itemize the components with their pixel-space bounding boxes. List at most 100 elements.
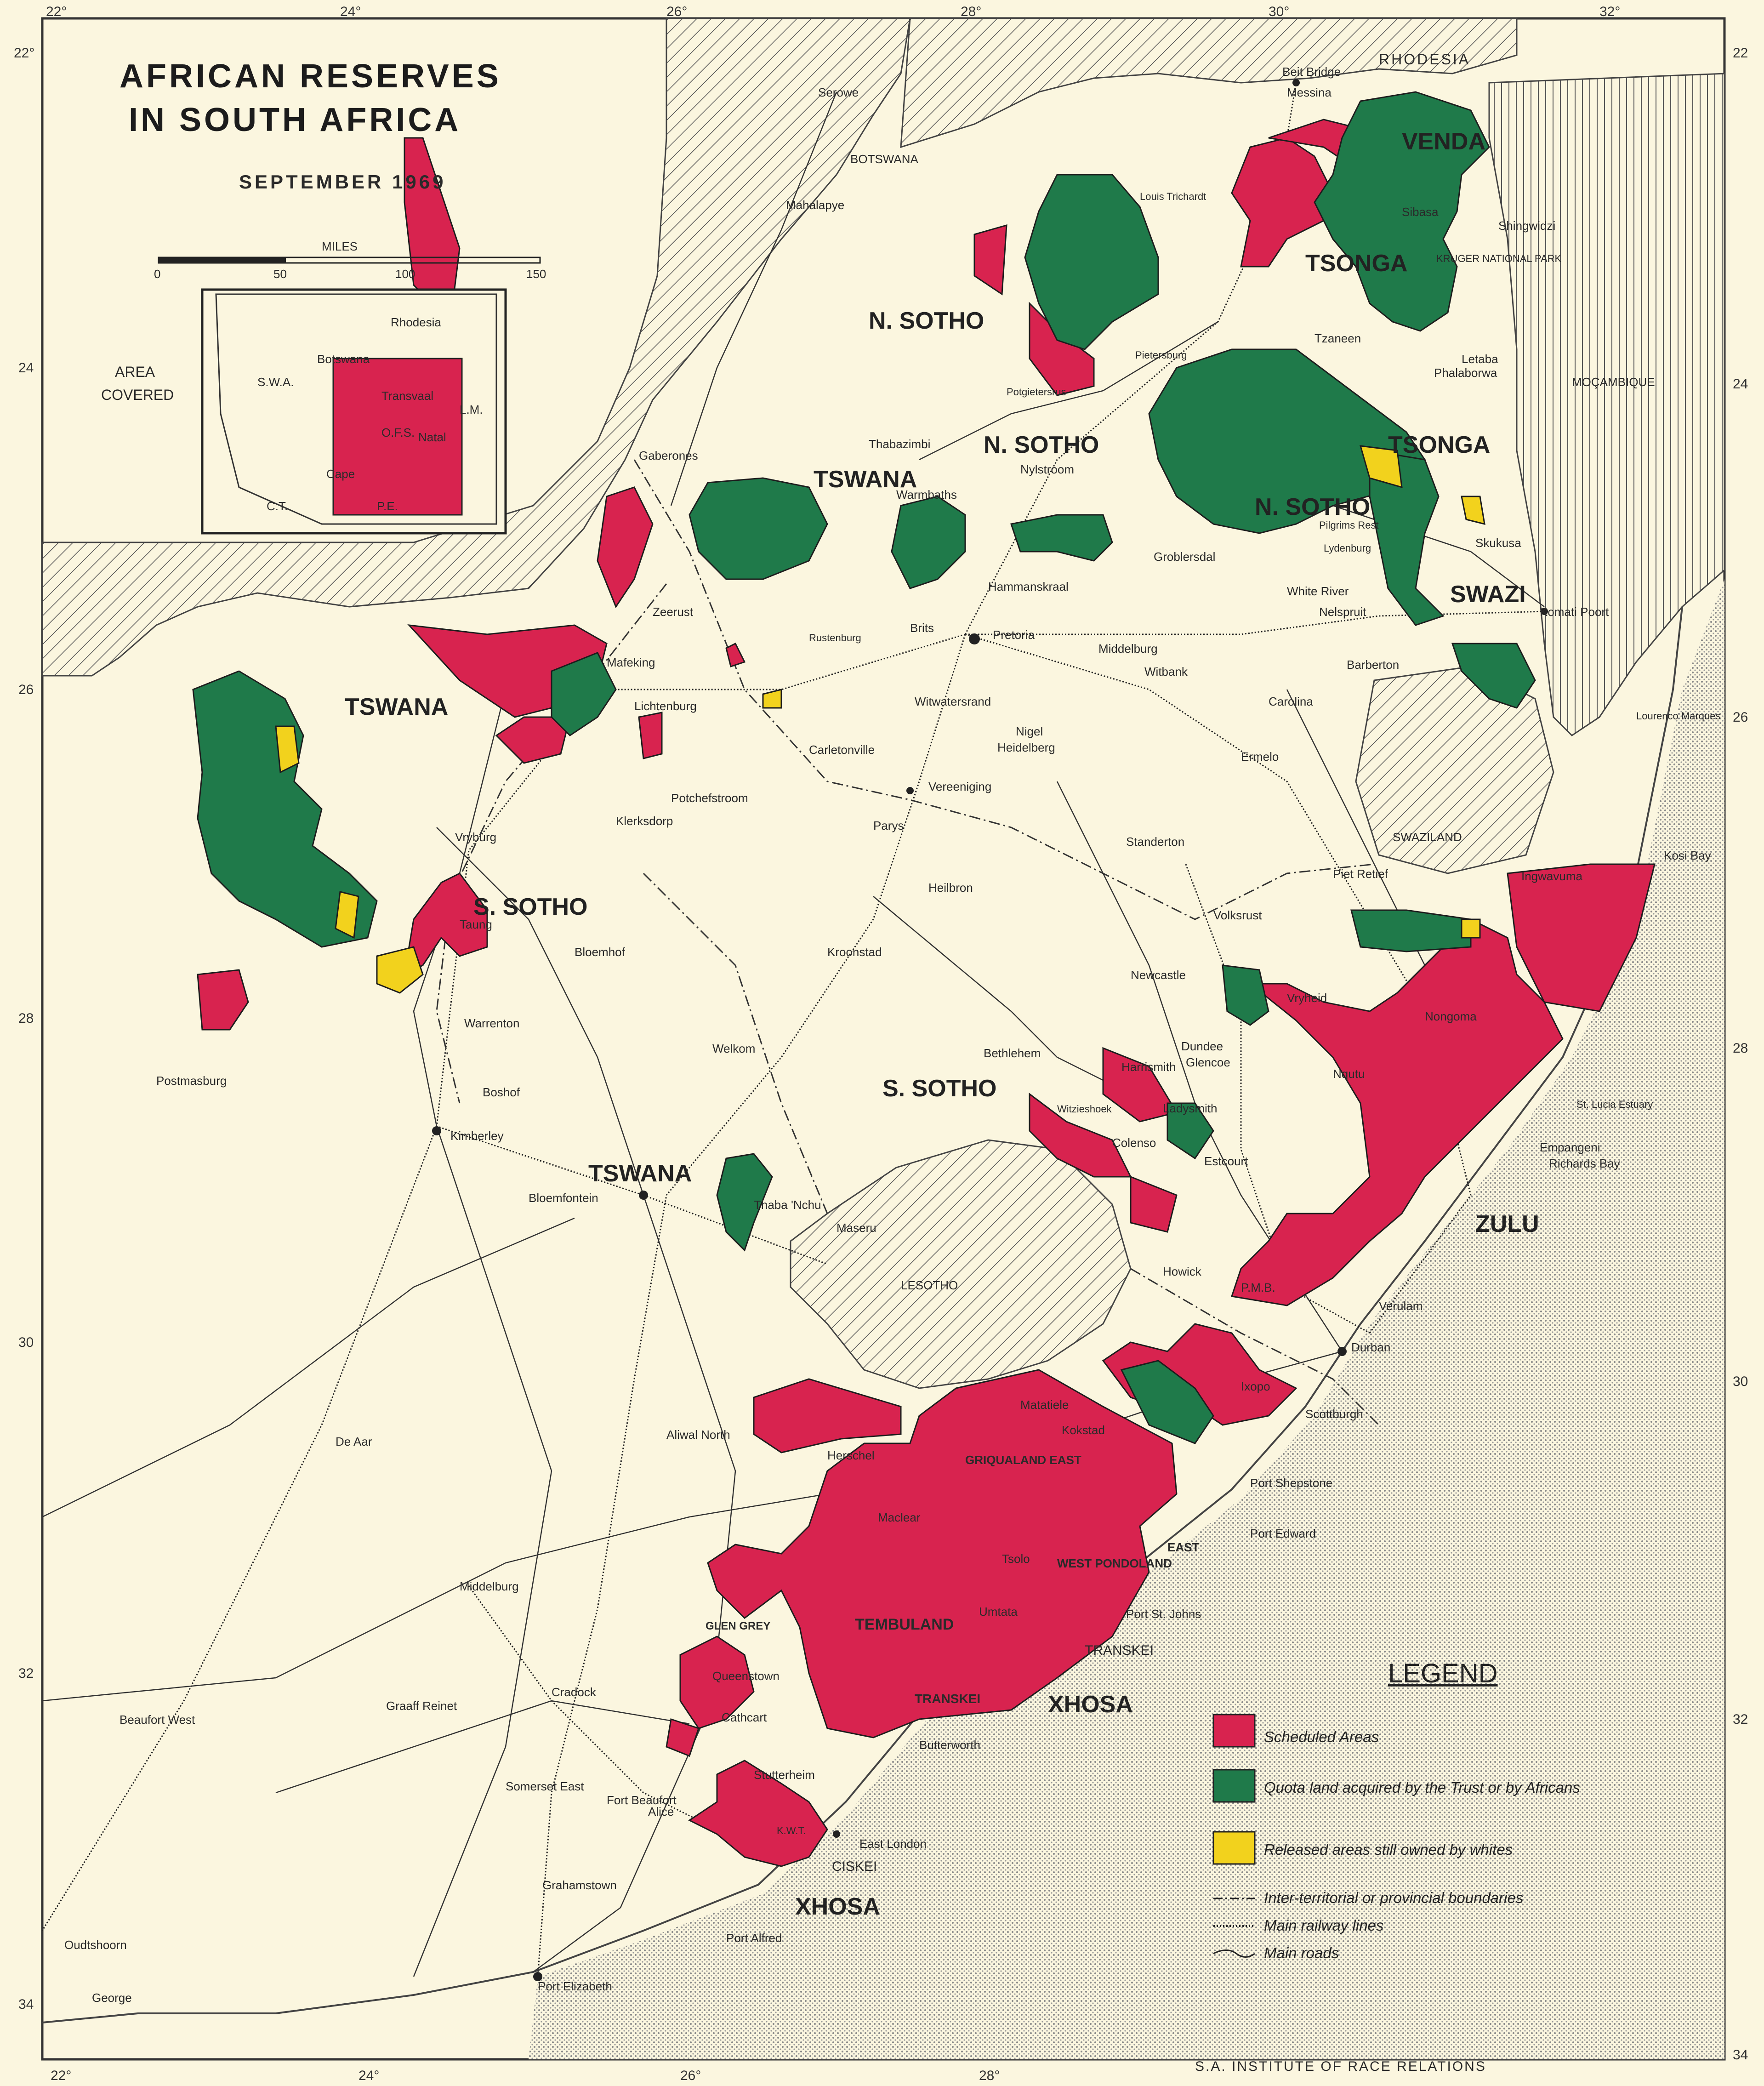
deg-left-34: 34 bbox=[18, 1997, 34, 2012]
legend-label-released: Released areas still owned by whites bbox=[1264, 1841, 1513, 1858]
town-markers bbox=[432, 79, 1548, 1981]
ethnic-zulu: ZULU bbox=[1475, 1211, 1539, 1237]
town-label: Port Alfred bbox=[726, 1931, 782, 1945]
deg-left-32: 32 bbox=[18, 1666, 34, 1681]
deg-bottom-28: 28° bbox=[979, 2068, 1000, 2083]
town-label: Louis Trichardt bbox=[1140, 191, 1206, 202]
scale-bar-fill bbox=[159, 257, 286, 263]
town-label: White River bbox=[1287, 584, 1349, 598]
town-label: Cradock bbox=[552, 1685, 597, 1699]
region-swaziland: SWAZILAND bbox=[1393, 830, 1462, 844]
deg-top-32: 32° bbox=[1599, 4, 1620, 19]
town-label: Kroonstad bbox=[827, 945, 882, 959]
town-label: Shingwidzi bbox=[1498, 219, 1555, 233]
inset-heading-2: COVERED bbox=[101, 387, 174, 403]
town-label: Pietersburg bbox=[1135, 349, 1187, 361]
legend-label-boundaries: Inter-territorial or provincial boundari… bbox=[1264, 1889, 1523, 1906]
rhodesia-territory bbox=[900, 17, 1518, 148]
town-label: Vereeniging bbox=[928, 780, 991, 793]
region-mozambique: MOÇAMBIQUE bbox=[1572, 375, 1655, 389]
town-label: Ermelo bbox=[1241, 750, 1279, 764]
deg-right-26: 26 bbox=[1733, 710, 1748, 725]
town-label: Nqutu bbox=[1333, 1067, 1365, 1081]
mozambique-territory bbox=[1488, 73, 1725, 736]
region-kruger: KRUGER NATIONAL PARK bbox=[1436, 253, 1562, 264]
deg-left-24: 24 bbox=[18, 360, 34, 376]
town-label: Somerset East bbox=[506, 1779, 584, 1793]
town-label: Klerksdorp bbox=[616, 814, 673, 828]
town-label: Hammanskraal bbox=[988, 580, 1069, 593]
town-label: Alice bbox=[648, 1805, 674, 1818]
legend-title: LEGEND bbox=[1388, 1659, 1498, 1688]
town-label: Verulam bbox=[1379, 1299, 1423, 1313]
legend-swatch-scheduled bbox=[1212, 1714, 1256, 1748]
town-label: Kimberley bbox=[450, 1129, 504, 1143]
town-label: Parys bbox=[873, 819, 904, 832]
ethnic-tswana-south: TSWANA bbox=[588, 1160, 692, 1187]
town-label: Rustenburg bbox=[809, 632, 861, 644]
town-label: Taung bbox=[460, 918, 492, 931]
inset-label-lm: L.M. bbox=[460, 403, 483, 416]
town-label: Witbank bbox=[1144, 665, 1188, 678]
inset-heading-1: AREA bbox=[115, 364, 155, 380]
inset-area-covered bbox=[332, 358, 463, 516]
town-label: P.M.B. bbox=[1241, 1281, 1275, 1294]
title-line-1: AFRICAN RESERVES bbox=[119, 58, 501, 95]
town-label: Tsolo bbox=[1002, 1552, 1030, 1566]
town-label: De Aar bbox=[336, 1435, 372, 1448]
ethnic-tswana-north: TSWANA bbox=[814, 466, 917, 493]
town-label: Grahamstown bbox=[542, 1878, 617, 1892]
town-label: Komati Poort bbox=[1540, 605, 1609, 619]
deg-top-26: 26° bbox=[666, 4, 687, 19]
town-label: Aliwal North bbox=[666, 1428, 730, 1442]
deg-right-32: 32 bbox=[1733, 1712, 1748, 1727]
released-areas bbox=[275, 445, 1485, 994]
label-glen-grey: GLEN GREY bbox=[706, 1620, 770, 1632]
town-label: Messina bbox=[1287, 85, 1332, 99]
ethnic-xhosa-1: XHOSA bbox=[1048, 1691, 1133, 1718]
legend-label-railway: Main railway lines bbox=[1264, 1917, 1383, 1934]
town-label: Glencoe bbox=[1186, 1055, 1230, 1069]
town-label: Zeerust bbox=[653, 605, 694, 619]
town-label: Potgietersrus bbox=[1007, 386, 1066, 398]
town-label: Carletonville bbox=[809, 743, 875, 757]
title-date: SEPTEMBER 1969 bbox=[239, 171, 446, 193]
town-label: Piet Retief bbox=[1333, 867, 1388, 881]
inset-label-natal: Natal bbox=[418, 430, 446, 444]
deg-left-22: 22° bbox=[14, 46, 34, 61]
deg-right-28: 28 bbox=[1733, 1041, 1748, 1056]
town-label: Nongoma bbox=[1425, 1009, 1477, 1023]
region-lesotho: LESOTHO bbox=[901, 1278, 958, 1292]
deg-left-28: 28 bbox=[18, 1011, 34, 1026]
scale-tick-0: 0 bbox=[154, 267, 160, 281]
coastal-stipple bbox=[529, 579, 1724, 2059]
deg-top-30: 30° bbox=[1269, 4, 1289, 19]
town-label: Dundee bbox=[1181, 1039, 1223, 1053]
town-label: Mahalapye bbox=[786, 198, 844, 212]
deg-top-24: 24° bbox=[340, 4, 361, 19]
ethnic-nsotho-3: N. SOTHO bbox=[1255, 494, 1370, 520]
town-label: Scottburgh bbox=[1305, 1407, 1363, 1421]
deg-left-30: 30 bbox=[18, 1335, 34, 1350]
ethnic-xhosa-2: XHOSA bbox=[795, 1893, 880, 1920]
town-label: Kokstad bbox=[1062, 1423, 1105, 1437]
town-label: Maseru bbox=[836, 1221, 876, 1235]
label-tembuland: TEMBULAND bbox=[855, 1616, 954, 1633]
town-label: Harrismith bbox=[1121, 1060, 1176, 1074]
town-label: Potchefstroom bbox=[671, 791, 748, 805]
credit: S.A. INSTITUTE OF RACE RELATIONS bbox=[1195, 2059, 1486, 2074]
town-label: Nigel bbox=[1016, 724, 1043, 738]
ethnic-tsonga-north: TSONGA bbox=[1305, 250, 1407, 277]
legend-label-roads: Main roads bbox=[1264, 1944, 1339, 1961]
inset-label-botswana: Botswana bbox=[317, 352, 370, 366]
scale-tick-100: 100 bbox=[395, 267, 415, 281]
town-label: Lourenco Marques bbox=[1636, 710, 1720, 722]
town-label: Port St. Johns bbox=[1126, 1607, 1201, 1621]
town-label: Thabazimbi bbox=[869, 437, 930, 451]
town-label: Witzieshoek bbox=[1057, 1103, 1112, 1115]
label-east: EAST bbox=[1167, 1540, 1199, 1554]
inset-label-swa: S.W.A. bbox=[257, 375, 294, 389]
inset-label-rhodesia: Rhodesia bbox=[391, 315, 441, 329]
ethnic-tsonga-south: TSONGA bbox=[1388, 432, 1490, 458]
